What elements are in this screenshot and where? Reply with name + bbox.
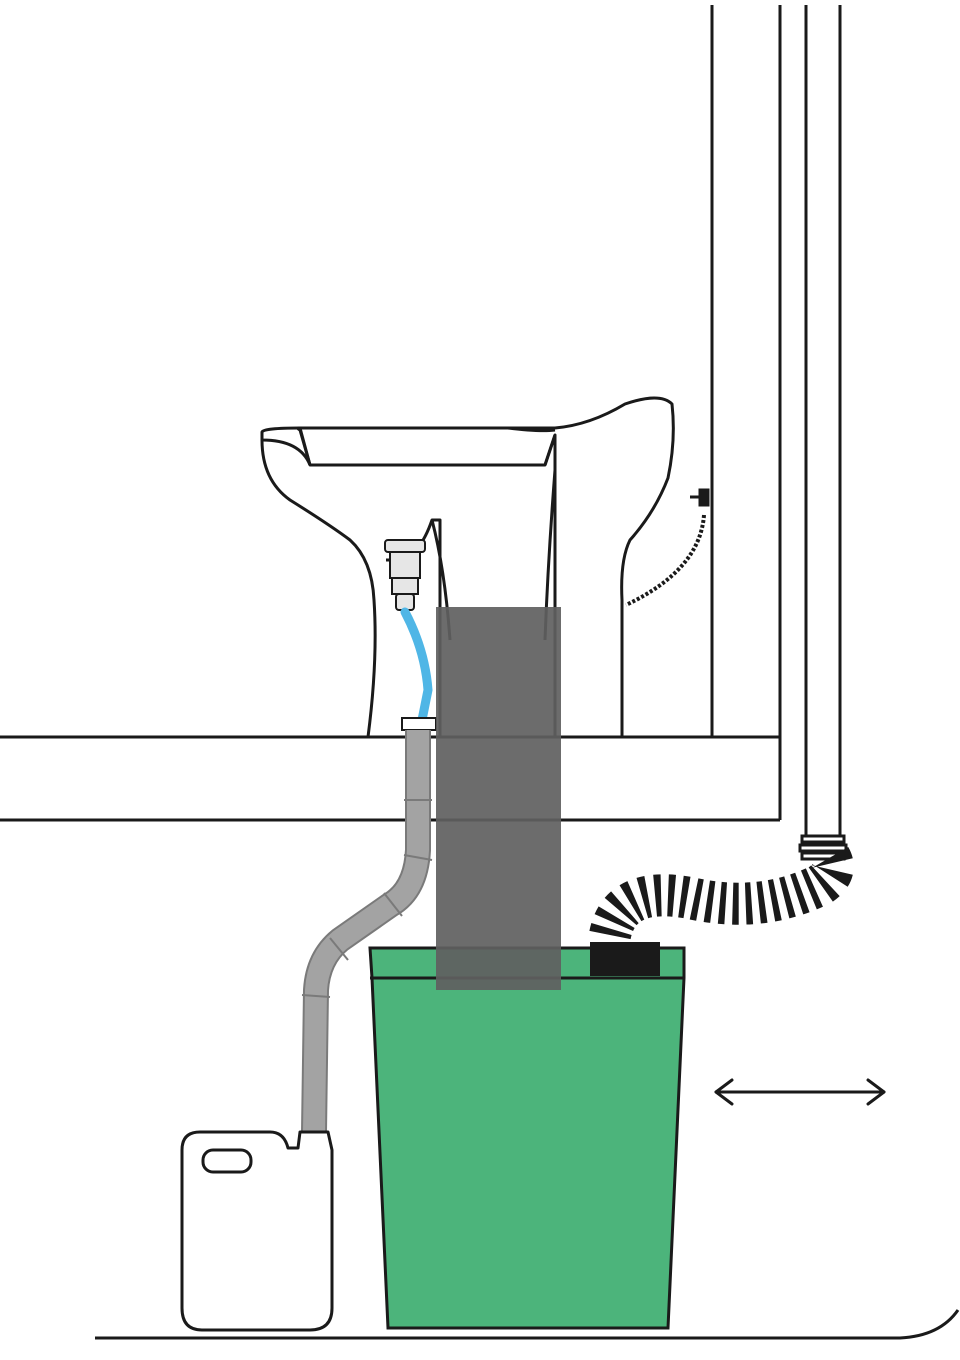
- vent-pipe: [798, 5, 848, 861]
- double-arrow-icon: [714, 1078, 886, 1106]
- waste-chute: [436, 607, 561, 990]
- wall-fitting: [625, 488, 710, 607]
- compost-bin: [368, 946, 686, 1330]
- urine-hose-blue: [400, 607, 433, 725]
- ground-line: [95, 1309, 960, 1340]
- urine-hose-grey: [301, 730, 433, 1133]
- corrugated-hose-icon: [589, 838, 854, 941]
- floor-connector: [401, 717, 437, 731]
- floor-platform: [0, 735, 782, 822]
- jerrycan-icon: [180, 1130, 334, 1332]
- urine-fitting: [384, 539, 426, 611]
- vent-fan-box: [590, 942, 660, 976]
- wall-structure: [710, 5, 782, 820]
